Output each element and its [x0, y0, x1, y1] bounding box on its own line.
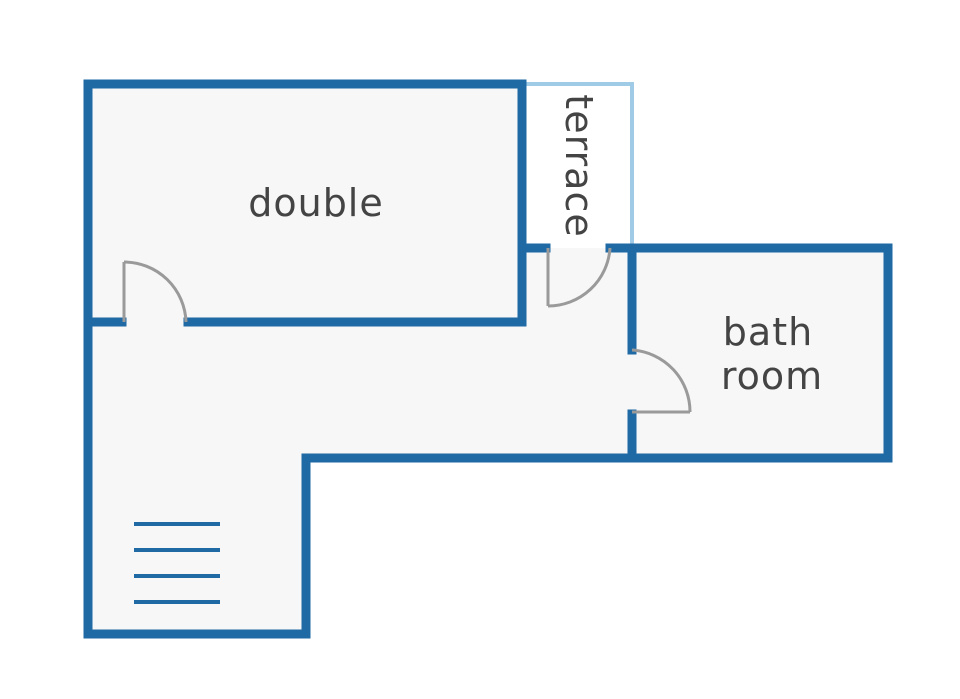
- room-label-double: double: [248, 181, 384, 225]
- door-swing-icon: [122, 260, 188, 323]
- door-swing-icon: [546, 247, 612, 308]
- terrace-wall: [522, 82, 634, 248]
- stairs-icon: [134, 522, 220, 604]
- outer-wall: [83, 79, 893, 639]
- room-label-terrace: terrace: [557, 94, 601, 237]
- room-label-bathroom-line2: room: [721, 354, 823, 398]
- terrace-floor: [522, 84, 632, 248]
- door-swing-icon: [631, 348, 692, 414]
- room-label-bathroom-line1: bath: [723, 310, 813, 354]
- floor-area: [88, 84, 888, 634]
